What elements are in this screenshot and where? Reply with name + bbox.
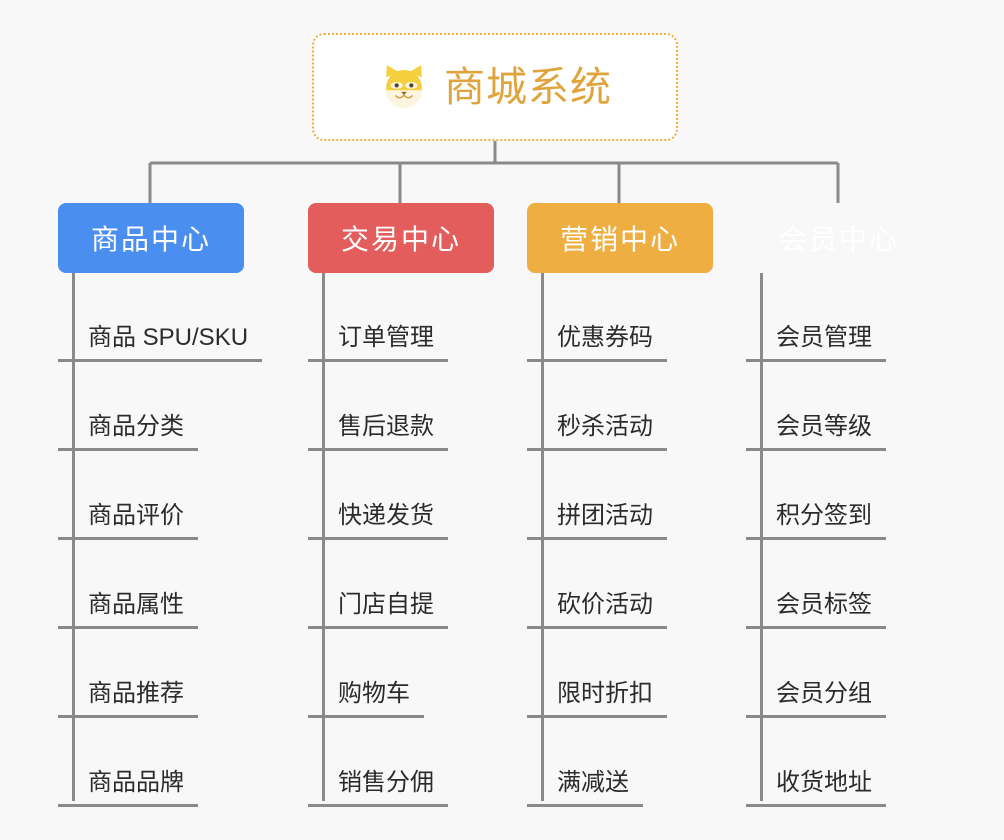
branch-header-product-center[interactable]: 商品中心: [58, 203, 244, 273]
list-item[interactable]: 商品推荐: [58, 629, 244, 718]
leaf-label: 购物车: [308, 680, 424, 718]
shiba-dog-icon: [378, 61, 430, 113]
branch-product-center: 商品中心 商品 SPU/SKU 商品分类 商品评价 商品属性 商品推荐 商品品牌: [58, 203, 263, 807]
leaf-list-marketing-center: 优惠券码 秒杀活动 拼团活动 砍价活动 限时折扣 满减送: [527, 273, 713, 807]
branch-header-label: 会员中心: [778, 224, 899, 255]
list-item[interactable]: 商品评价: [58, 451, 244, 540]
branch-header-marketing-center[interactable]: 营销中心: [527, 203, 713, 273]
list-item[interactable]: 会员标签: [746, 540, 932, 629]
leaf-label: 商品品牌: [58, 769, 198, 807]
branch-header-label: 交易中心: [340, 224, 461, 255]
list-item[interactable]: 商品分类: [58, 362, 244, 451]
leaf-label: 满减送: [527, 769, 643, 807]
leaf-list-product-center: 商品 SPU/SKU 商品分类 商品评价 商品属性 商品推荐 商品品牌: [58, 273, 263, 807]
list-item[interactable]: 收货地址: [746, 718, 932, 807]
root-node[interactable]: 商城系统: [312, 33, 678, 141]
list-item[interactable]: 限时折扣: [527, 629, 713, 718]
leaf-label: 售后退款: [308, 413, 448, 451]
branch-header-label: 商品中心: [90, 224, 211, 255]
leaf-label: 优惠券码: [527, 324, 667, 362]
list-item[interactable]: 快递发货: [308, 451, 494, 540]
leaf-label: 积分签到: [746, 502, 886, 540]
list-item[interactable]: 拼团活动: [527, 451, 713, 540]
leaf-label: 商品 SPU/SKU: [58, 324, 263, 362]
branch-member-center: 会员中心 会员管理 会员等级 积分签到 会员标签 会员分组 收货地址: [746, 203, 932, 807]
leaf-label: 商品分类: [58, 413, 198, 451]
list-item[interactable]: 会员分组: [746, 629, 932, 718]
list-item[interactable]: 砍价活动: [527, 540, 713, 629]
leaf-label: 订单管理: [308, 324, 448, 362]
leaf-label: 会员分组: [746, 680, 886, 718]
list-item[interactable]: 门店自提: [308, 540, 494, 629]
list-item[interactable]: 会员管理: [746, 273, 932, 362]
leaf-label: 会员标签: [746, 591, 886, 629]
list-item[interactable]: 会员等级: [746, 362, 932, 451]
list-item[interactable]: 满减送: [527, 718, 713, 807]
branch-header-member-center[interactable]: 会员中心: [746, 203, 932, 273]
list-item[interactable]: 订单管理: [308, 273, 494, 362]
list-item[interactable]: 商品 SPU/SKU: [58, 273, 263, 362]
list-item[interactable]: 商品属性: [58, 540, 244, 629]
branch-header-label: 营销中心: [559, 224, 680, 255]
branch-trade-center: 交易中心 订单管理 售后退款 快递发货 门店自提 购物车 销售分佣: [308, 203, 494, 807]
leaf-label: 门店自提: [308, 591, 448, 629]
branch-header-trade-center[interactable]: 交易中心: [308, 203, 494, 273]
list-item[interactable]: 销售分佣: [308, 718, 494, 807]
leaf-label: 商品推荐: [58, 680, 198, 718]
leaf-label: 会员管理: [746, 324, 886, 362]
leaf-list-trade-center: 订单管理 售后退款 快递发货 门店自提 购物车 销售分佣: [308, 273, 494, 807]
list-item[interactable]: 售后退款: [308, 362, 494, 451]
leaf-label: 砍价活动: [527, 591, 667, 629]
list-item[interactable]: 优惠券码: [527, 273, 713, 362]
leaf-label: 会员等级: [746, 413, 886, 451]
leaf-label: 秒杀活动: [527, 413, 667, 451]
leaf-list-member-center: 会员管理 会员等级 积分签到 会员标签 会员分组 收货地址: [746, 273, 932, 807]
leaf-label: 限时折扣: [527, 680, 667, 718]
list-item[interactable]: 积分签到: [746, 451, 932, 540]
leaf-label: 拼团活动: [527, 502, 667, 540]
list-item[interactable]: 购物车: [308, 629, 494, 718]
leaf-label: 快递发货: [308, 502, 448, 540]
leaf-label: 销售分佣: [308, 769, 448, 807]
leaf-label: 收货地址: [746, 769, 886, 807]
leaf-label: 商品属性: [58, 591, 198, 629]
branch-marketing-center: 营销中心 优惠券码 秒杀活动 拼团活动 砍价活动 限时折扣 满减送: [527, 203, 713, 807]
root-title: 商城系统: [444, 63, 612, 110]
list-item[interactable]: 商品品牌: [58, 718, 244, 807]
leaf-label: 商品评价: [58, 502, 198, 540]
list-item[interactable]: 秒杀活动: [527, 362, 713, 451]
